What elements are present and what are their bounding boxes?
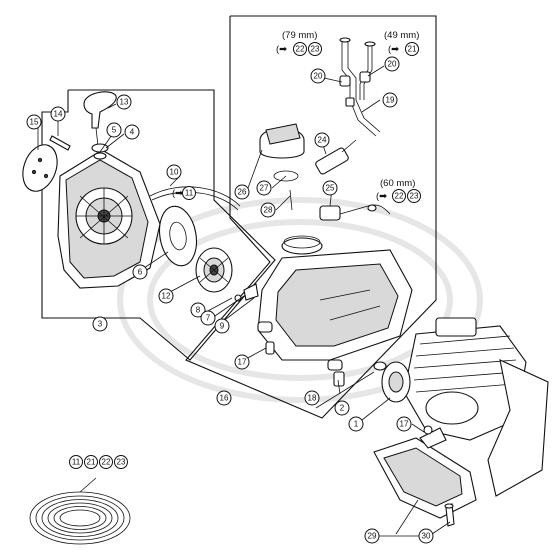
callout-16: 16: [220, 394, 229, 403]
spring-clip-7-8: [234, 283, 259, 302]
ignition-module-2: [373, 361, 411, 403]
shroud-29: [373, 427, 477, 519]
rewind-spring-6: [158, 205, 198, 267]
arrow-part-10: (➡: [172, 188, 184, 199]
dimension-79mm: (79 mm): [282, 30, 317, 41]
callout-29: 29: [368, 532, 377, 541]
arrow-79mm: (➡: [276, 44, 288, 55]
watermark-logo: [117, 197, 483, 403]
callout-2: 2: [340, 404, 345, 413]
callout-18: 18: [308, 394, 317, 403]
callout-30: 30: [422, 532, 431, 541]
callout-25: 25: [326, 184, 335, 193]
callout-17-tank: 17: [238, 358, 247, 367]
callout-19: 19: [386, 96, 395, 105]
callout-20-left: 20: [314, 72, 323, 81]
screw-30: [444, 503, 455, 527]
note-60mm: (60 mm) (➡ 22 23: [376, 178, 421, 203]
ref-60mm-23: 23: [410, 192, 419, 201]
arrow-49mm: (➡: [388, 44, 400, 55]
callout-17-engine: 17: [400, 420, 409, 429]
callout-24: 24: [318, 136, 327, 145]
arrow-60mm: (➡: [376, 191, 388, 202]
callout-15: 15: [30, 118, 39, 127]
callout-4: 4: [130, 128, 135, 137]
ref-79mm-22: 22: [296, 45, 305, 54]
leader-lines: [37, 65, 451, 535]
callout-9: 9: [220, 322, 225, 331]
ref-part-10-11: 11: [185, 189, 194, 198]
note-49mm: (49 mm) (➡ 21: [384, 30, 419, 56]
fuel-hose-19: [339, 37, 381, 137]
callout-10: 10: [170, 168, 179, 177]
dimension-60mm: (60 mm): [380, 178, 415, 189]
callout-3: 3: [98, 320, 103, 329]
callout-12: 12: [162, 292, 171, 301]
ref-rope-21: 21: [87, 458, 96, 467]
callout-1: 1: [354, 420, 359, 429]
stud-17-18: [265, 341, 433, 435]
ref-rope-11: 11: [72, 458, 81, 467]
plate-15: [22, 144, 58, 192]
screw-14: [49, 135, 71, 151]
note-rope-coil: 11 21 22 23: [69, 455, 128, 469]
starter-cover: [57, 149, 161, 289]
starter-rope-coil: [29, 477, 131, 545]
ref-rope-22: 22: [102, 458, 111, 467]
callout-20-right: 20: [388, 60, 397, 69]
starter-rope-10: [149, 186, 241, 211]
note-part-10: (➡ 11: [172, 186, 196, 200]
callout-14: 14: [54, 110, 63, 119]
callout-7: 7: [206, 314, 211, 323]
callout-28: 28: [264, 206, 273, 215]
fuel-tank: [257, 235, 413, 371]
callout-27: 27: [260, 184, 269, 193]
ref-49mm-21: 21: [408, 45, 417, 54]
callout-8: 8: [196, 306, 201, 315]
ref-rope-23: 23: [117, 458, 126, 467]
ref-60mm-22: 22: [395, 192, 404, 201]
callout-13: 13: [120, 98, 129, 107]
fuel-filter-24: [315, 139, 357, 175]
ref-79mm-23: 23: [311, 45, 320, 54]
dimension-49mm: (49 mm): [384, 30, 419, 41]
tank-vent-25: [319, 204, 391, 221]
fittings-20: [339, 71, 371, 107]
engine-cylinder: [403, 317, 549, 497]
callout-6: 6: [138, 268, 143, 277]
group-outline-tank: [185, 15, 437, 419]
callout-26: 26: [238, 188, 247, 197]
callouts: 13 4 5 14 15 10 6 12 8 7 9 3 17 16 18 2 …: [26, 56, 434, 544]
note-79mm: (79 mm) (➡ 22 23: [276, 30, 322, 56]
fuel-cap: [259, 123, 305, 211]
callout-5: 5: [112, 126, 117, 135]
rope-rotor-12: [195, 247, 233, 293]
